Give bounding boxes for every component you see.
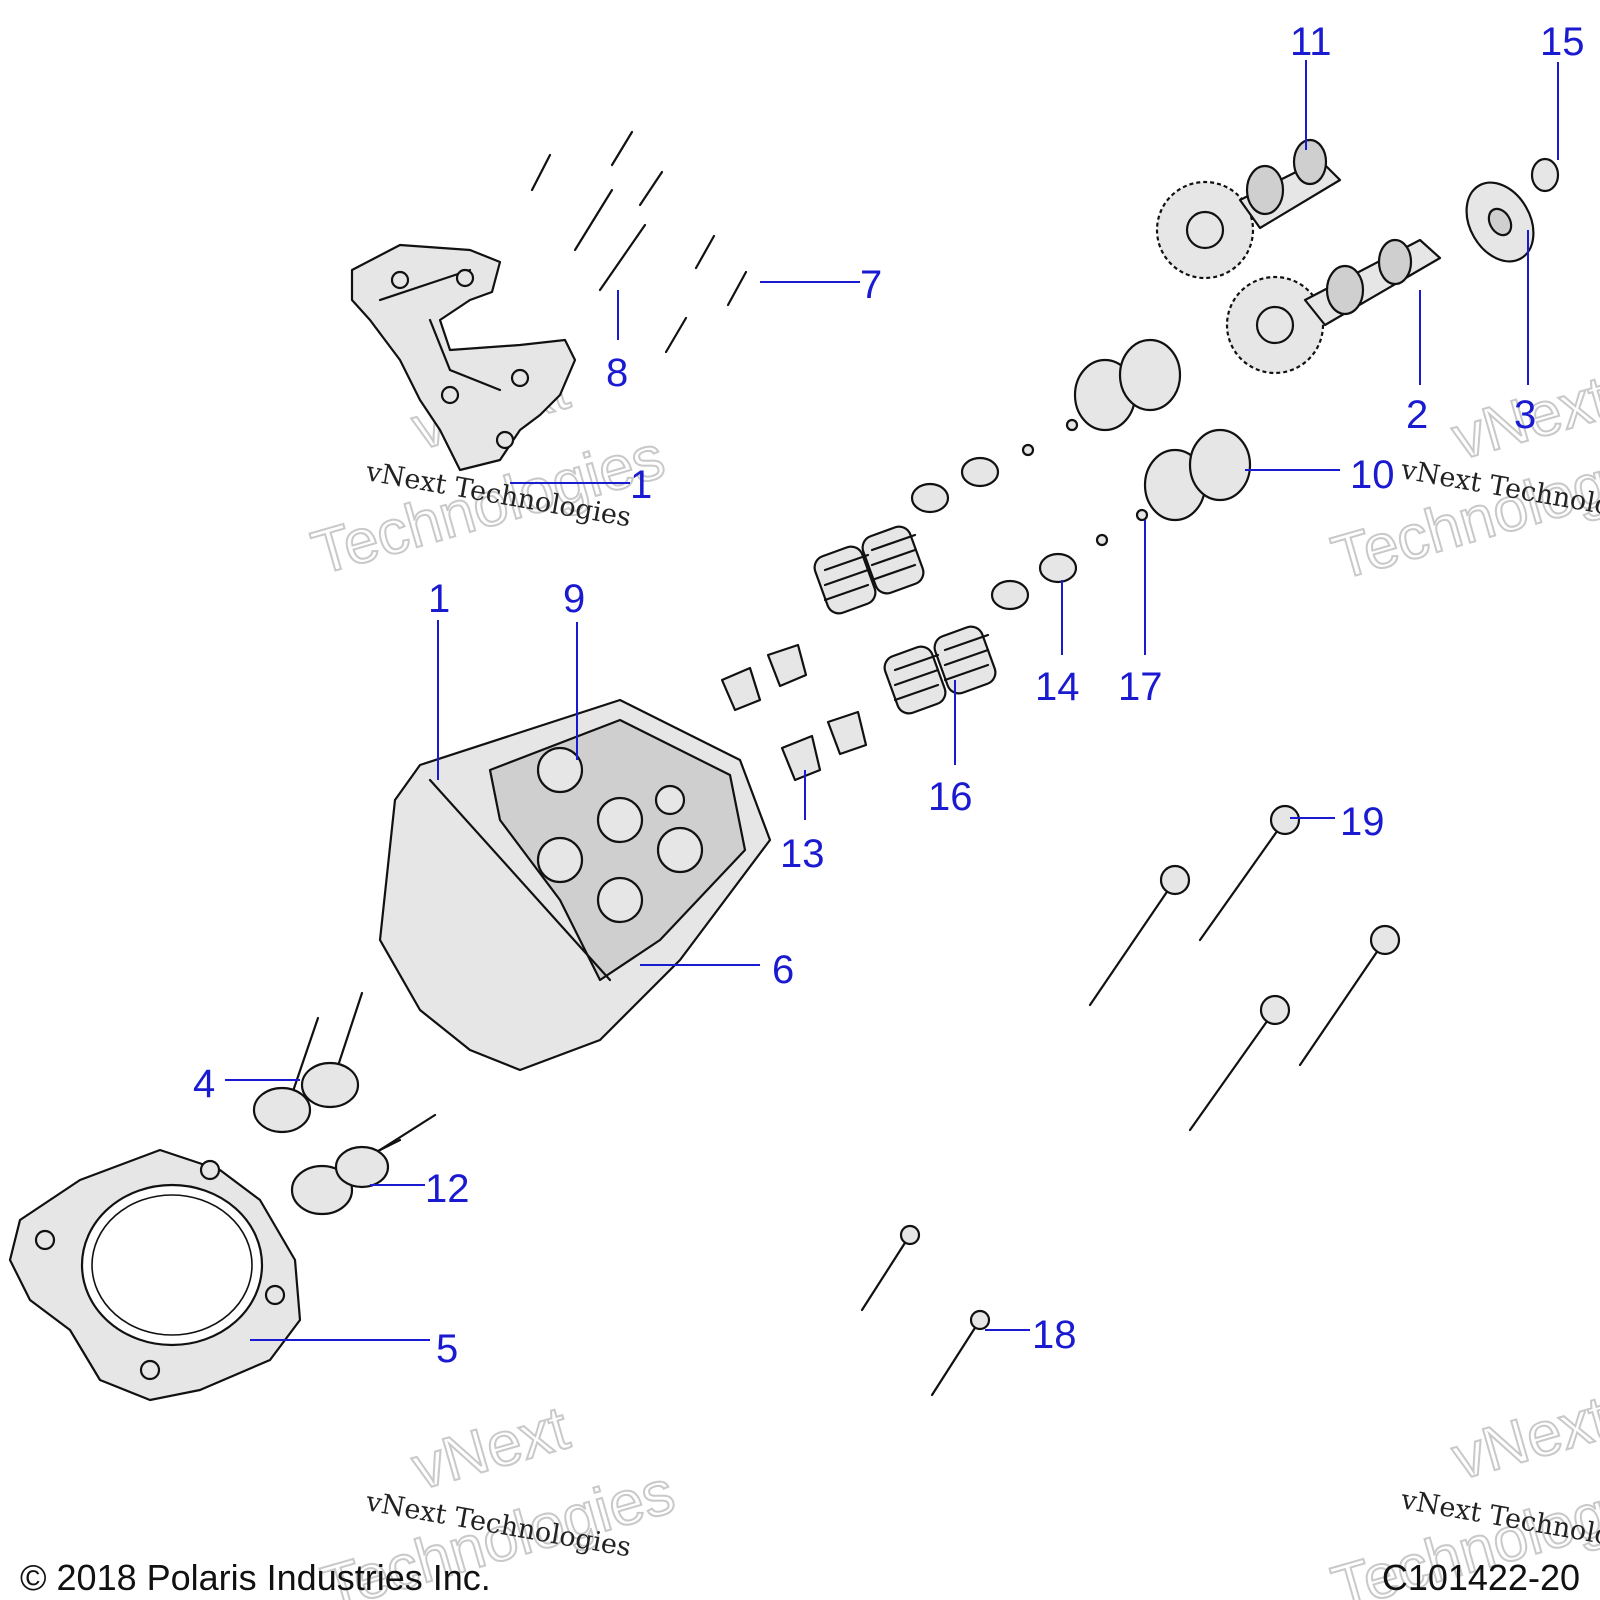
- valves: [252, 991, 437, 1216]
- valve-buckets: [1073, 338, 1252, 522]
- callout-13: 13: [780, 832, 825, 876]
- callout-7: 7: [860, 263, 882, 307]
- short-bolts: [860, 1224, 991, 1397]
- callout-10: 10: [1350, 453, 1395, 497]
- camshaft-carrier: [350, 243, 577, 472]
- callout-1-lower: 1: [428, 577, 450, 621]
- watermark-outline-1: vNext: [405, 1393, 576, 1503]
- callout-16: 16: [928, 775, 973, 819]
- carrier-bolts: [530, 130, 748, 354]
- snap-ring-part-15: [1530, 157, 1560, 193]
- head-bolts: [1088, 804, 1401, 1132]
- callout-3: 3: [1514, 393, 1536, 437]
- callout-11: 11: [1290, 20, 1332, 64]
- callout-4: 4: [193, 1062, 215, 1106]
- head-gasket: [8, 1148, 302, 1402]
- camshaft-exhaust: [1225, 238, 1442, 375]
- callout-12: 12: [425, 1167, 470, 1211]
- copyright-text: © 2018 Polaris Industries Inc.: [20, 1557, 491, 1598]
- callout-14: 14: [1035, 665, 1080, 709]
- valve-springs: [813, 525, 997, 715]
- valve-stem-seals: [720, 643, 868, 782]
- callout-5: 5: [436, 1327, 458, 1371]
- valve-keepers: [1021, 418, 1149, 547]
- camshaft-intake: [1155, 138, 1342, 280]
- callouts: 1 1 2 3 4 5 6 7 8 9 10 11 12 13 14 15 16…: [193, 20, 1585, 1371]
- cylinder-head: [378, 698, 772, 1072]
- callout-19: 19: [1340, 800, 1385, 844]
- spring-retainers: [910, 456, 1078, 611]
- callout-8: 8: [606, 351, 628, 395]
- callout-17: 17: [1118, 665, 1163, 709]
- callout-18: 18: [1032, 1313, 1077, 1357]
- leader-lines: [225, 60, 1559, 1341]
- decompressor-part-3: [1465, 181, 1535, 263]
- callout-1-upper: 1: [630, 463, 652, 507]
- callout-15: 15: [1540, 20, 1585, 64]
- diagram-code: C101422-20: [1382, 1557, 1580, 1598]
- callout-2: 2: [1406, 393, 1428, 437]
- callout-6: 6: [772, 948, 794, 992]
- callout-9: 9: [563, 577, 585, 621]
- watermark-outline-1: vNext: [1445, 1383, 1600, 1493]
